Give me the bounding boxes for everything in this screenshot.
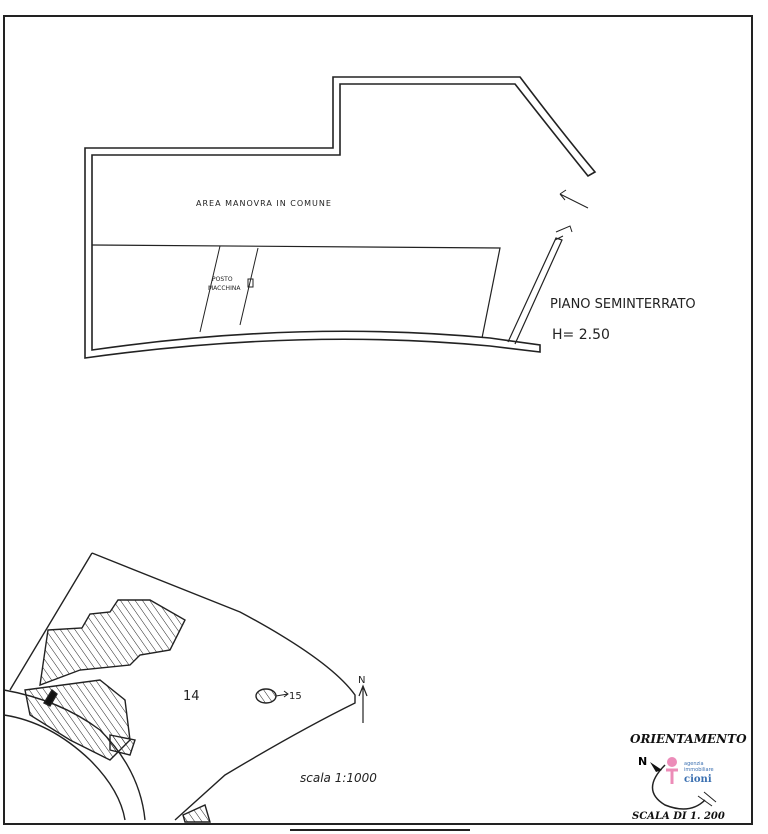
- site-north-label: N: [358, 675, 365, 686]
- logo-name: cioni: [684, 774, 712, 785]
- posto-label-line1: POSTO: [212, 276, 233, 283]
- floor-title: PIANO SEMINTERRATO: [550, 297, 696, 312]
- logo-mark: [667, 757, 677, 767]
- height-label: H= 2.50: [552, 327, 610, 343]
- orientation-title: ORIENTAMENTO: [630, 732, 747, 746]
- sheet-border: [3, 15, 753, 825]
- compass-arc: [651, 764, 706, 810]
- legend-scale: SCALA DI 1. 200: [632, 811, 725, 822]
- compass-arrow-icon: [650, 762, 662, 772]
- orientation-legend: ORIENTAMENTO N agenzia immobiliare cioni…: [630, 732, 747, 822]
- basement-plan: [84, 76, 597, 359]
- area-manovra-label: AREA MANOVRA IN COMUNE: [196, 199, 332, 208]
- posto-label-line2: MACCHINA: [208, 285, 241, 292]
- orientation-north: N: [638, 755, 647, 768]
- site-scale-label: scala 1:1000: [300, 771, 377, 785]
- lot-15-label: 15: [289, 691, 302, 702]
- site-map: [3, 552, 368, 823]
- compass-tail: [697, 791, 717, 807]
- lot-14-label: 14: [183, 689, 200, 704]
- logo-text-1: agenzia: [684, 761, 704, 767]
- logo-text-2: immobiliare: [684, 767, 714, 773]
